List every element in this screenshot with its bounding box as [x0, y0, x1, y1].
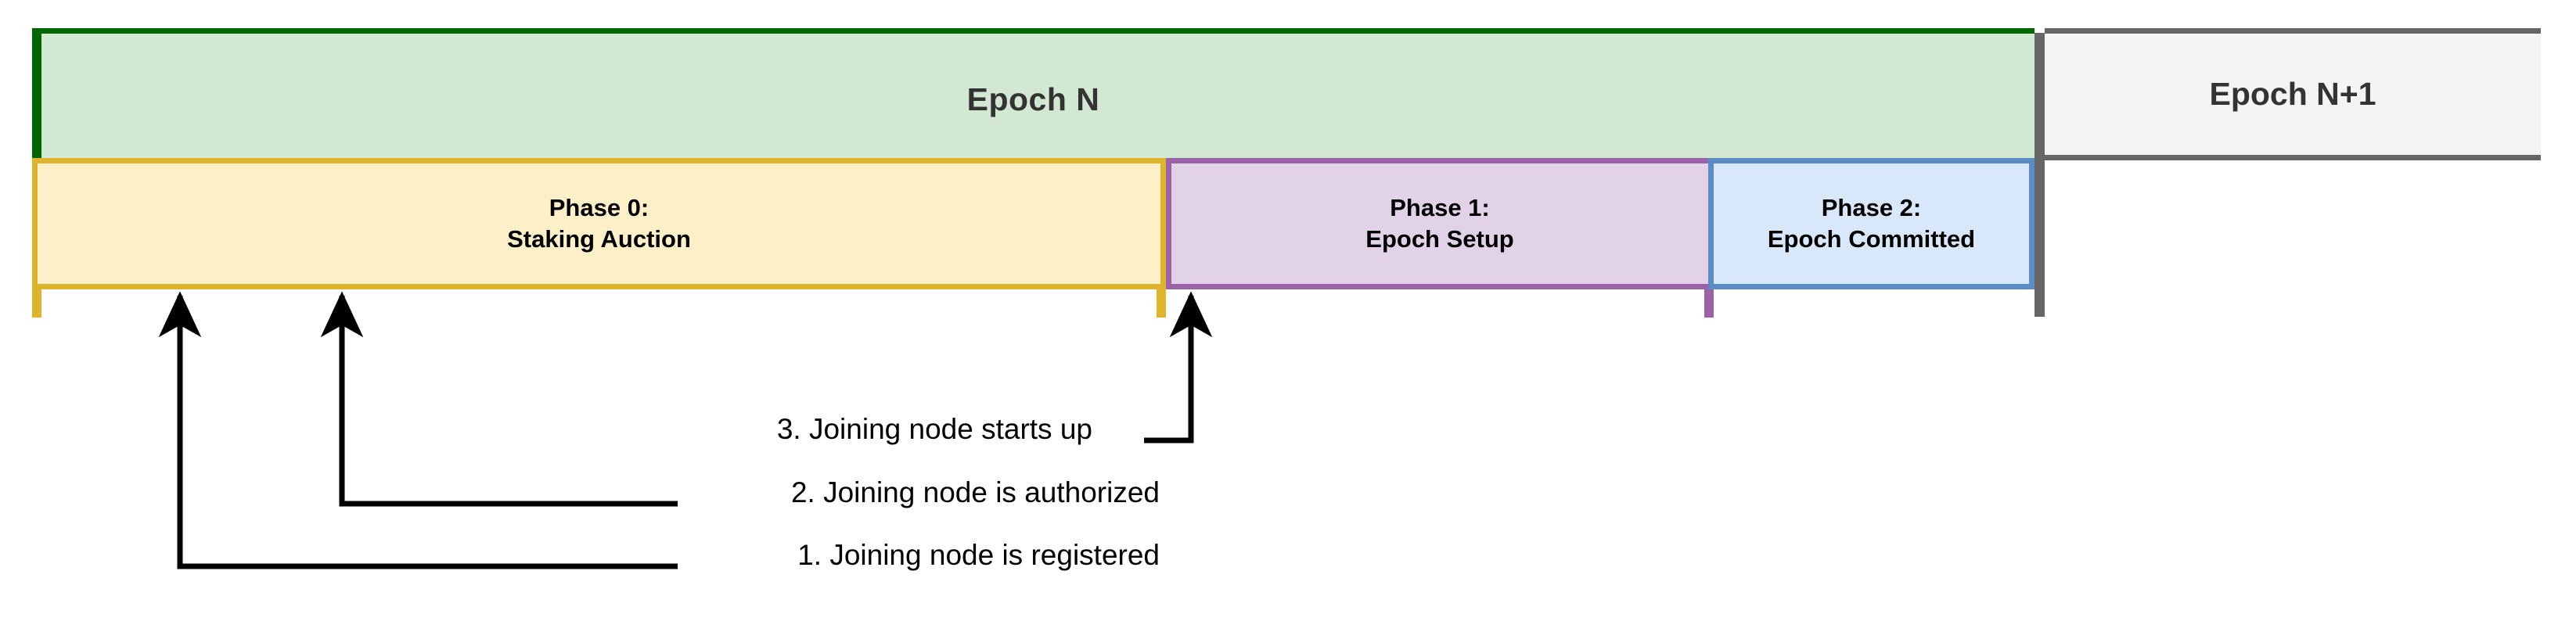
phase-1-subtitle: Epoch Setup	[1365, 225, 1514, 253]
callout-3-label: 3. Joining node starts up	[776, 413, 1092, 445]
callout-1-label: 1. Joining node is registered	[797, 539, 1160, 571]
phase-0-subtitle: Staking Auction	[507, 225, 691, 253]
phase-0-start-tick	[32, 289, 41, 318]
epoch-n-start-marker	[32, 28, 41, 160]
phase-1-end-tick	[1704, 289, 1714, 318]
phase-2-title: Phase 2:	[1821, 193, 1922, 221]
phase-1-box: Phase 1: Epoch Setup	[1166, 158, 1714, 289]
phase-0-box: Phase 0: Staking Auction	[32, 158, 1166, 289]
epoch-n-box: Epoch N	[32, 28, 2035, 160]
phase-0-title: Phase 0:	[549, 193, 649, 221]
callout-2-arrow	[320, 291, 678, 507]
phase-2-box: Phase 2: Epoch Committed	[1708, 158, 2035, 289]
phase-0-end-tick	[1157, 289, 1166, 318]
epoch-n1-box: Epoch N+1	[2045, 28, 2541, 160]
callout-2-label: 2. Joining node is authorized	[790, 476, 1160, 508]
epoch-boundary-divider	[2035, 33, 2045, 317]
phase-1-title: Phase 1:	[1390, 193, 1490, 221]
epoch-n-label: Epoch N	[966, 81, 1100, 117]
epoch-n1-label: Epoch N+1	[2209, 76, 2376, 112]
phase-2-subtitle: Epoch Committed	[1767, 225, 1976, 253]
callout-3-arrow	[1144, 291, 1213, 443]
